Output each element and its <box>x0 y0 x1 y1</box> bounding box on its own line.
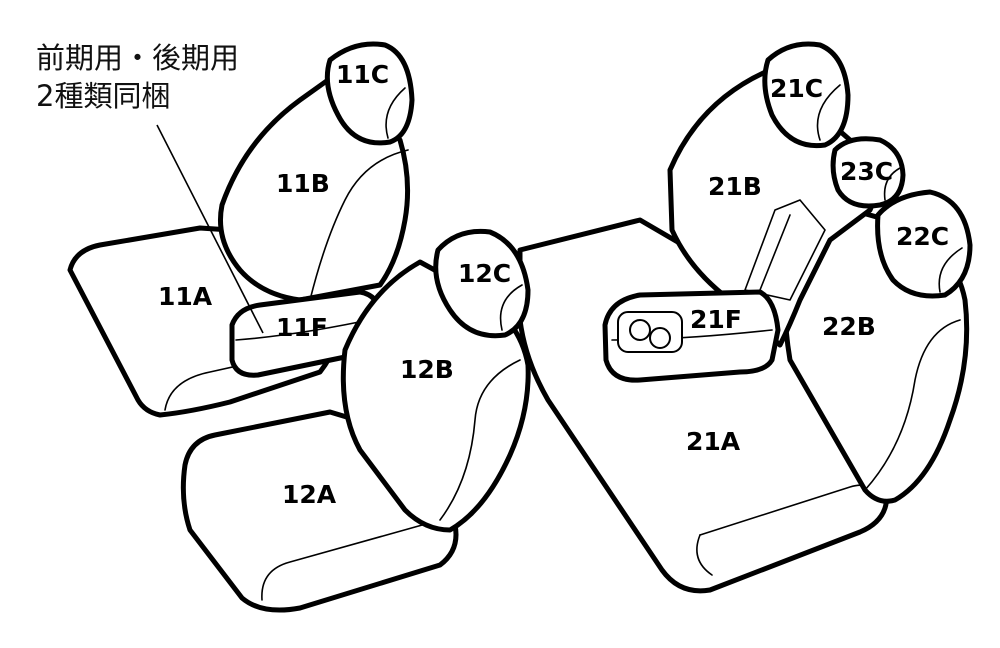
headrest-12C <box>433 228 531 339</box>
label-12C: 12C <box>458 259 511 288</box>
headrest-22C <box>875 189 973 299</box>
cushion-12A-seam <box>261 519 441 601</box>
backrest-21B-recess-inner <box>759 214 791 291</box>
headrest-21C <box>762 41 851 149</box>
note-text-line1: 前期用・後期用 <box>36 41 239 75</box>
headrest-21C-seam <box>816 84 841 141</box>
cushion-11A-seam <box>164 351 301 411</box>
front-right-seat <box>180 228 531 613</box>
callout-leader-line <box>156 124 264 334</box>
label-21B: 21B <box>708 172 762 201</box>
backrest-11B-seam <box>309 149 409 301</box>
cup-holder-ring-left <box>629 319 651 341</box>
note-text-line2: 2種類同梱 <box>36 79 170 113</box>
label-22C: 22C <box>896 222 949 251</box>
label-11C: 11C <box>336 60 389 89</box>
headrest-12C-seam <box>499 284 523 331</box>
headrest-22C-seam <box>938 247 963 293</box>
backrest-12B-seam <box>439 359 521 521</box>
label-21F: 21F <box>690 305 742 334</box>
headrest-11C <box>324 41 415 146</box>
rear-bench-seat <box>517 41 973 594</box>
label-11F: 11F <box>276 313 328 342</box>
label-11B: 11B <box>276 169 330 198</box>
backrest-21B-recess <box>744 199 826 301</box>
headrest-23C-seam <box>883 167 901 201</box>
label-12B: 12B <box>400 355 454 384</box>
backrest-22B-seam <box>864 319 961 491</box>
label-12A: 12A <box>282 480 337 509</box>
label-22B: 22B <box>822 312 876 341</box>
label-23C: 23C <box>840 157 893 186</box>
label-11A: 11A <box>158 282 213 311</box>
rear-cushion-front-seam-2 <box>696 534 713 576</box>
cup-holder-ring-right <box>649 327 671 349</box>
label-21C: 21C <box>770 74 823 103</box>
headrest-11C-seam <box>385 87 406 139</box>
label-21A: 21A <box>686 427 741 456</box>
